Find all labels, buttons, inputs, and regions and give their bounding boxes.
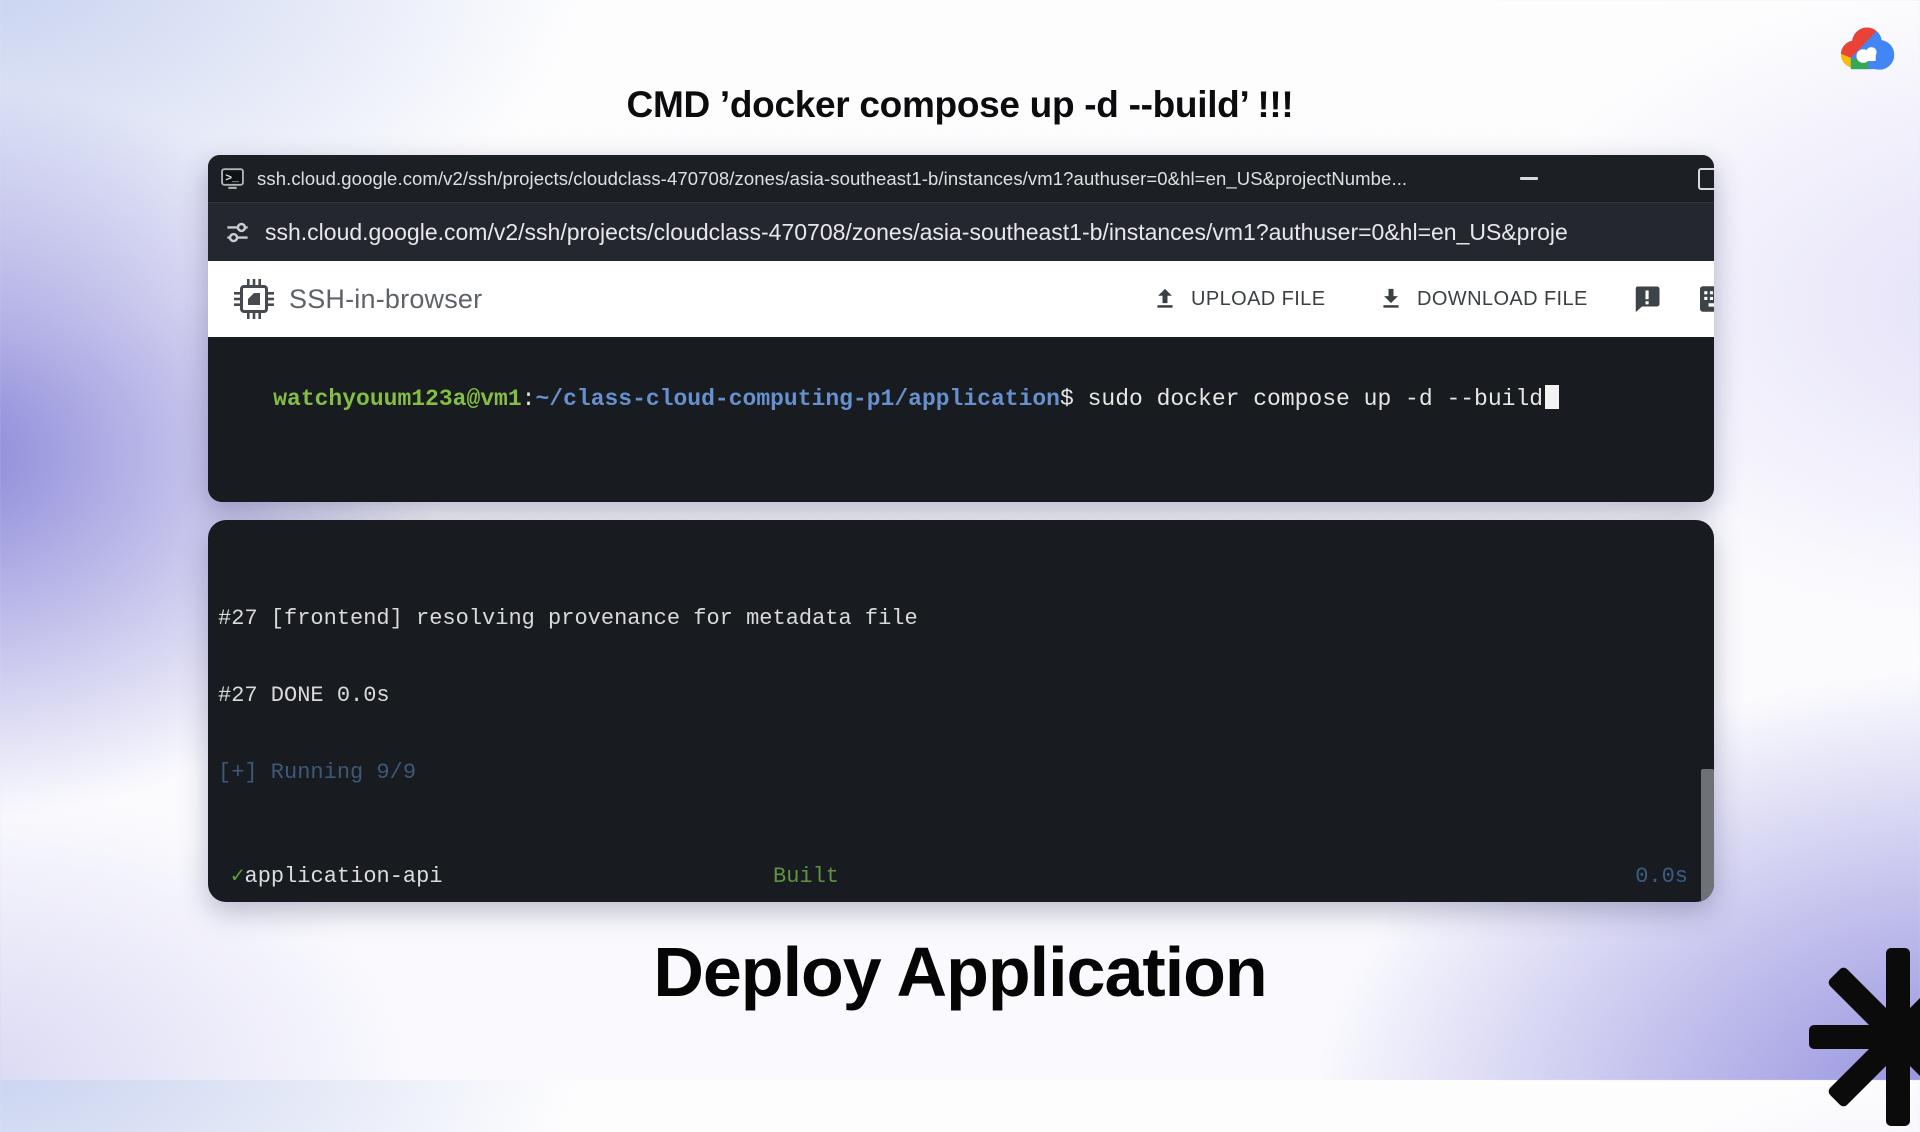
check-icon: ✓	[231, 863, 245, 889]
prompt-separator: :	[521, 386, 536, 412]
terminal-cursor	[1545, 385, 1560, 409]
app-brand: SSH-in-browser	[234, 279, 482, 319]
upload-arrow-icon	[1157, 288, 1173, 308]
upload-file-label: UPLOAD FILE	[1191, 287, 1326, 310]
download-arrow-icon	[1383, 288, 1399, 308]
window-title-url: ssh.cloud.google.com/v2/ssh/projects/clo…	[257, 167, 1408, 189]
app-name: SSH-in-browser	[289, 283, 483, 314]
chip-icon	[234, 279, 274, 319]
feedback-button[interactable]	[1632, 284, 1662, 314]
prompt-symbol: $	[1059, 386, 1074, 412]
keyboard-button[interactable]	[1700, 286, 1714, 312]
resource-name: application-api	[244, 863, 443, 889]
feedback-bubble-icon	[1635, 286, 1660, 313]
svg-text:>_: >_	[225, 172, 239, 185]
window-titlebar[interactable]: >_ ssh.cloud.google.com/v2/ssh/projects/…	[208, 155, 1714, 202]
log-line: #27 [frontend] resolving provenance for …	[218, 605, 918, 631]
slide-title: CMD ’docker compose up -d --build’ !!!	[626, 84, 1294, 125]
typed-command: sudo docker compose up -d --build	[1087, 386, 1544, 412]
log-line: #27 DONE 0.0s	[218, 682, 390, 708]
ssh-toolbar: SSH-in-browser UPLOAD FILE DOWNLOAD FILE	[208, 261, 1714, 337]
asterisk-star-icon	[1809, 948, 1920, 1126]
minimize-icon[interactable]	[1520, 177, 1538, 180]
running-summary-line: [+] Running 9/9	[218, 760, 417, 786]
slide-caption: Deploy Application	[653, 933, 1267, 1011]
upload-file-button[interactable]: UPLOAD FILE	[1152, 286, 1325, 312]
maximize-icon[interactable]	[1698, 168, 1714, 190]
terminal-output-area[interactable]: #27 [frontend] resolving provenance for …	[208, 520, 1714, 902]
tune-sliders-icon	[227, 222, 248, 242]
prompt-path: ~/class-cloud-computing-p1/application	[535, 386, 1060, 412]
download-file-button[interactable]: DOWNLOAD FILE	[1378, 286, 1588, 312]
addressbar-url[interactable]: ssh.cloud.google.com/v2/ssh/projects/clo…	[265, 218, 1568, 245]
resource-time: 0.0s	[1635, 863, 1688, 889]
browser-addressbar[interactable]: ssh.cloud.google.com/v2/ssh/projects/clo…	[208, 202, 1714, 261]
compose-result-row: ✓application-api Built 0.0s	[218, 864, 1714, 890]
ssh-terminal-icon: >_	[221, 168, 244, 189]
download-file-label: DOWNLOAD FILE	[1417, 287, 1588, 310]
browser-window: >_ ssh.cloud.google.com/v2/ssh/projects/…	[208, 155, 1714, 502]
prompt-user: watchyouum123a@vm1	[273, 386, 522, 412]
google-cloud-logo-icon	[1840, 27, 1895, 70]
keyboard-icon	[1700, 286, 1714, 312]
terminal-command-area[interactable]: watchyouum123a@vm1:~/class-cloud-computi…	[208, 337, 1714, 502]
resource-status: Built	[773, 863, 840, 889]
terminal-scrollbar[interactable]	[1701, 769, 1714, 902]
